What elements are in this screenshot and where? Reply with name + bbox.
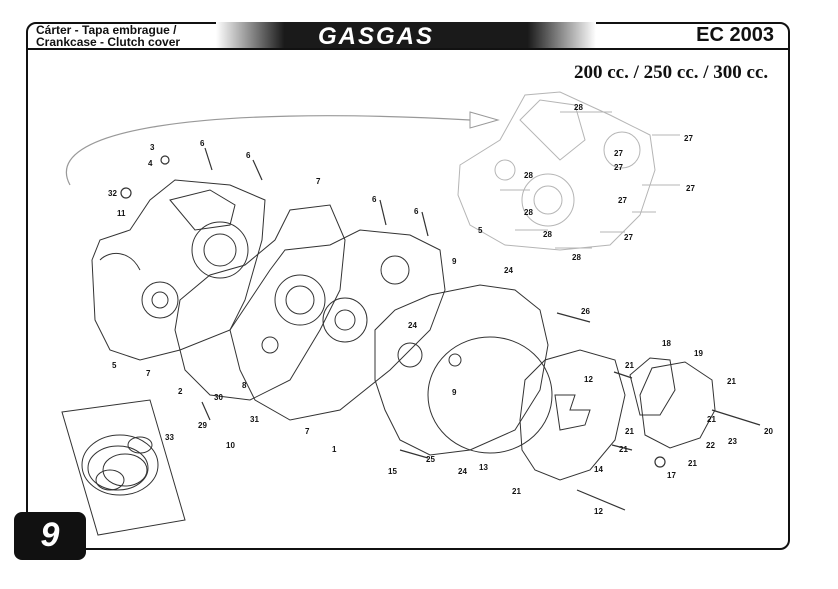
callout-1: 1 — [332, 445, 337, 454]
callout-5a: 5 — [478, 226, 483, 235]
callout-7a: 7 — [316, 177, 321, 186]
callout-28c: 28 — [524, 208, 533, 217]
bolts — [120, 147, 761, 511]
callout-6a: 6 — [200, 139, 205, 148]
callout-13: 13 — [479, 463, 488, 472]
callout-27d: 27 — [686, 184, 695, 193]
callout-21d: 21 — [625, 427, 634, 436]
callout-21g: 21 — [512, 487, 521, 496]
callout-6b: 6 — [246, 151, 251, 160]
callout-5b: 5 — [112, 361, 117, 370]
inner-clutch-cover — [374, 284, 549, 456]
callout-19: 19 — [694, 349, 703, 358]
crankcase-gasket — [174, 204, 346, 401]
page-number-tab: 9 — [14, 512, 86, 560]
model-label: EC 2003 — [696, 24, 774, 46]
callout-4: 4 — [148, 159, 153, 168]
callout-27e: 27 — [618, 196, 627, 205]
callout-24a: 24 — [504, 266, 513, 275]
callout-23: 23 — [728, 437, 737, 446]
callout-labels: 28 27 27 27 28 28 27 27 27 28 28 5 3 4 6… — [108, 103, 773, 516]
callout-25: 25 — [426, 455, 435, 464]
callout-18: 18 — [662, 339, 671, 348]
callout-17: 17 — [667, 471, 676, 480]
callout-29: 29 — [198, 421, 207, 430]
callout-21b: 21 — [727, 377, 736, 386]
callout-2: 2 — [178, 387, 183, 396]
callout-28e: 28 — [572, 253, 581, 262]
callout-21c: 21 — [707, 415, 716, 424]
callout-33: 33 — [165, 433, 174, 442]
callout-28b: 28 — [524, 171, 533, 180]
callout-27f: 27 — [624, 233, 633, 242]
title-spanish: Cárter - Tapa embrague / — [36, 23, 177, 37]
callout-7c: 7 — [305, 427, 310, 436]
callout-24c: 24 — [458, 467, 467, 476]
outer-clutch-cover — [519, 349, 626, 481]
callout-6d: 6 — [414, 207, 419, 216]
header-gradient-band — [216, 22, 596, 48]
right-crankcase-half — [229, 229, 446, 421]
page-number: 9 — [40, 516, 60, 554]
callout-3: 3 — [150, 143, 155, 152]
clutch-cover-gasket — [427, 336, 553, 454]
callout-9a: 9 — [452, 257, 457, 266]
callout-28a: 28 — [574, 103, 583, 112]
brand-logo: GASGAS — [318, 23, 435, 50]
ignition-cover — [629, 357, 716, 449]
ignition-gasket — [629, 357, 676, 416]
callout-31: 31 — [250, 415, 259, 424]
callout-30: 30 — [214, 393, 223, 402]
title-english: Crankcase - Clutch cover — [36, 35, 181, 49]
callout-20: 20 — [764, 427, 773, 436]
callout-28d: 28 — [543, 230, 552, 239]
callout-24b: 24 — [408, 321, 417, 330]
assembly-arrow — [65, 115, 471, 186]
callout-6c: 6 — [372, 195, 377, 204]
callout-12b: 12 — [594, 507, 603, 516]
assembly-arrow-head — [469, 111, 500, 129]
callout-7b: 7 — [146, 369, 151, 378]
callout-11: 11 — [117, 209, 126, 218]
callout-14: 14 — [594, 465, 603, 474]
callout-21f: 21 — [688, 459, 697, 468]
callout-9b: 9 — [452, 388, 457, 397]
displacement-label: 200 cc. / 250 cc. / 300 cc. — [574, 62, 769, 83]
callout-12a: 12 — [584, 375, 593, 384]
left-crankcase-half — [91, 179, 266, 361]
callout-15: 15 — [388, 467, 397, 476]
callout-32: 32 — [108, 189, 117, 198]
callout-22: 22 — [706, 441, 715, 450]
callout-10: 10 — [226, 441, 235, 450]
callout-27a: 27 — [684, 134, 693, 143]
header-bar: Cárter - Tapa embrague / Crankcase - Clu… — [26, 22, 790, 50]
callout-21e: 21 — [619, 445, 628, 454]
callout-8: 8 — [242, 381, 247, 390]
callout-26: 26 — [581, 307, 590, 316]
callout-27c: 27 — [614, 163, 623, 172]
assembled-crankcase-ghost — [457, 91, 680, 251]
page-title: Cárter - Tapa embrague / Crankcase - Clu… — [36, 24, 180, 48]
oring-kit — [61, 399, 186, 536]
callout-21a: 21 — [625, 361, 634, 370]
callout-27b: 27 — [614, 149, 623, 158]
